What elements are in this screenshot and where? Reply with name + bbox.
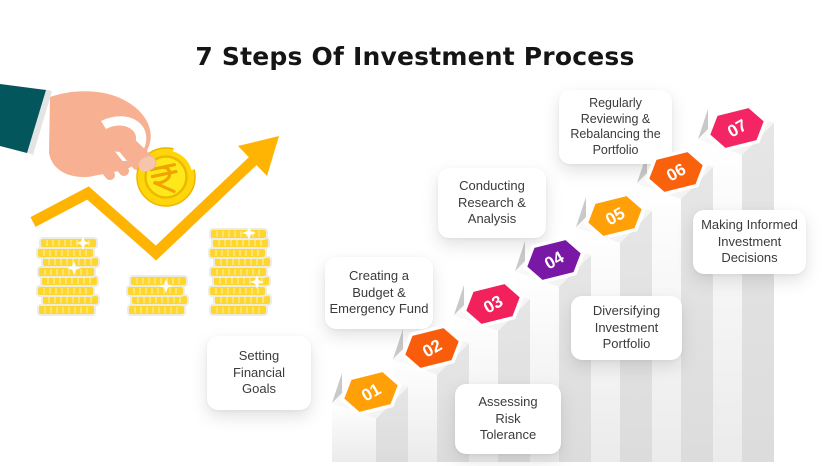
step-card-4: Conducting Research & Analysis <box>438 168 546 238</box>
step-card-3: Assessing Risk Tolerance <box>455 384 561 454</box>
step-card-label: Setting Financial Goals <box>232 348 286 397</box>
step-card-label: Making Informed Investment Decisions <box>701 217 798 266</box>
step-badge-7: 07 <box>705 104 769 152</box>
step-badge-5: 05 <box>583 192 647 240</box>
step-card-1: Setting Financial Goals <box>207 336 311 410</box>
step-badge-2: 02 <box>400 324 464 372</box>
investment-illustration <box>0 84 279 316</box>
page-title: 7 Steps Of Investment Process <box>195 42 635 71</box>
step-badge-3: 03 <box>461 280 525 328</box>
growth-arrow-icon <box>30 136 279 261</box>
step-badge-6: 06 <box>644 148 708 196</box>
step-card-label: Diversifying Investment Portfolio <box>592 303 661 352</box>
step-card-5: Diversifying Investment Portfolio <box>571 296 682 360</box>
coin-stack-left <box>36 237 100 316</box>
step-card-7: Making Informed Investment Decisions <box>693 210 806 274</box>
step-card-6: Regularly Reviewing & Rebalancing the Po… <box>559 90 672 164</box>
thumb <box>123 137 157 172</box>
coin-stack-right <box>208 228 272 316</box>
step-card-2: Creating a Budget & Emergency Fund <box>325 257 433 329</box>
step-card-label: Regularly Reviewing & Rebalancing the Po… <box>570 96 661 157</box>
hand-icon <box>0 84 151 180</box>
coin-stack-middle <box>126 275 189 316</box>
step-card-label: Creating a Budget & Emergency Fund <box>329 268 429 317</box>
step-card-label: Conducting Research & Analysis <box>458 178 526 227</box>
step-badge-4: 04 <box>522 236 586 284</box>
rupee-icon <box>149 163 178 194</box>
step-badge-1: 01 <box>339 368 403 416</box>
step-card-label: Assessing Risk Tolerance <box>478 394 538 443</box>
